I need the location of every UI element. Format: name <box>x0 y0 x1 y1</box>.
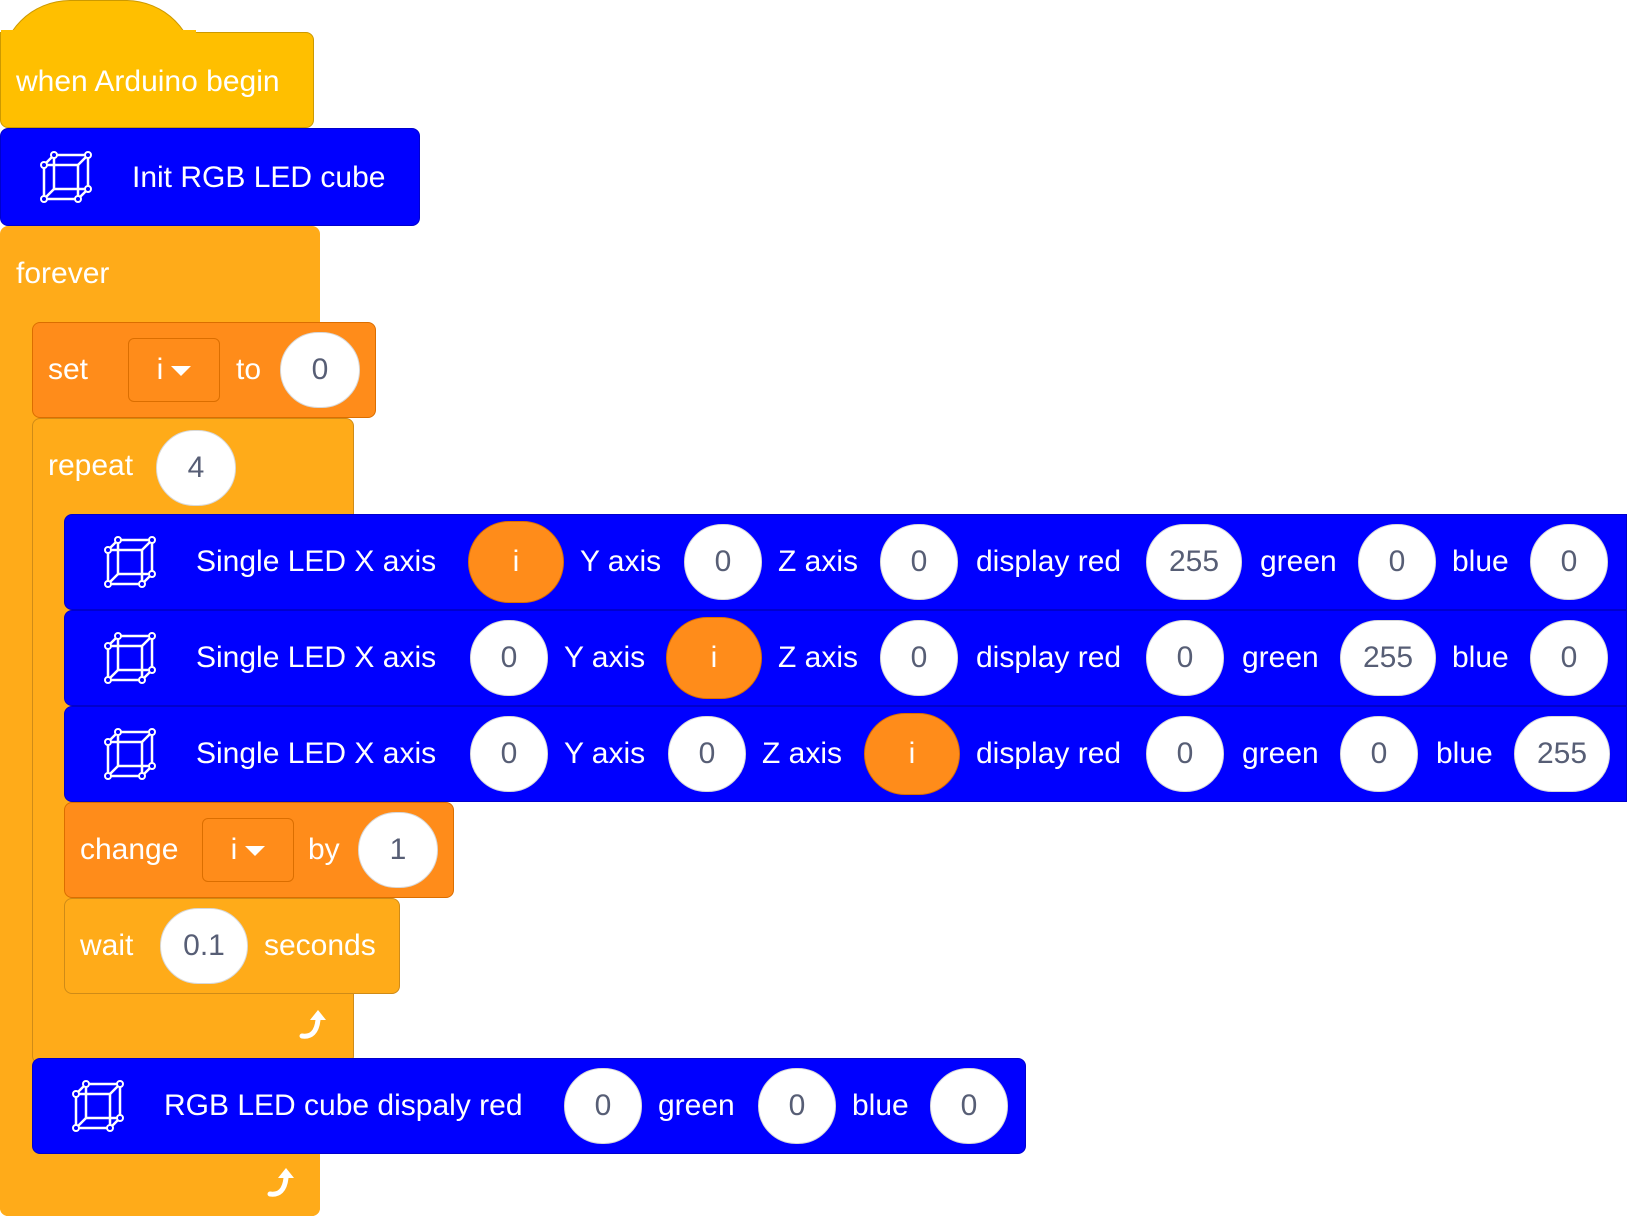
change-variable-dropdown[interactable]: i <box>202 818 294 882</box>
red-input[interactable]: 255 <box>1146 524 1242 600</box>
blue-label: blue <box>1452 545 1509 578</box>
chevron-down-icon <box>171 366 192 376</box>
green-input[interactable]: 0 <box>1340 716 1418 792</box>
cube-blue-input[interactable]: 0 <box>930 1068 1008 1144</box>
init-rgb-led-cube-block[interactable] <box>0 128 420 226</box>
hat-cap-fill <box>1 30 196 74</box>
z-axis-label: Z axis <box>762 737 843 770</box>
y-axis-label: Y axis <box>564 641 646 674</box>
x-axis-input[interactable]: 0 <box>470 716 548 792</box>
green-input[interactable]: 0 <box>1358 524 1436 600</box>
loop-arrow-icon <box>267 1168 294 1197</box>
y-axis-input[interactable]: 0 <box>684 524 762 600</box>
display-red-label: display red <box>976 545 1122 578</box>
cube-green-label: green <box>658 1089 735 1122</box>
y-axis-input[interactable]: 0 <box>668 716 746 792</box>
z-axis-label: Z axis <box>778 545 859 578</box>
red-input[interactable]: 0 <box>1146 716 1224 792</box>
red-input[interactable]: 0 <box>1146 620 1224 696</box>
repeat-count-input[interactable]: 4 <box>156 430 236 506</box>
cube-blue-label: blue <box>852 1089 909 1122</box>
x-axis-label: Single LED X axis <box>196 641 437 674</box>
cube-red-input[interactable]: 0 <box>564 1068 642 1144</box>
rgb-led-cube-display-block[interactable] <box>32 1058 1026 1154</box>
wait-seconds-input[interactable]: 0.1 <box>160 908 248 984</box>
set-label: set <box>48 353 89 386</box>
green-label: green <box>1242 737 1319 770</box>
x-axis-input[interactable]: 0 <box>470 620 548 696</box>
cube-green-input[interactable]: 0 <box>758 1068 836 1144</box>
seconds-label: seconds <box>264 929 376 962</box>
forever-bottom-cap <box>0 1148 320 1216</box>
blue-input[interactable]: 0 <box>1530 620 1608 696</box>
z-axis-input[interactable]: 0 <box>880 524 958 600</box>
led-cube-icon <box>40 151 92 203</box>
z-axis-input[interactable]: 0 <box>880 620 958 696</box>
y-axis-label: Y axis <box>564 737 646 770</box>
blue-input[interactable]: 255 <box>1514 716 1610 792</box>
change-value-input[interactable]: 1 <box>358 812 438 888</box>
led-cube-icon <box>104 728 156 780</box>
init-label: Init RGB LED cube <box>132 161 386 194</box>
event-label: when Arduino begin <box>16 65 280 98</box>
x-axis-variable-reporter[interactable]: i <box>468 521 564 603</box>
led-cube-icon <box>104 632 156 684</box>
blue-label: blue <box>1436 737 1493 770</box>
blue-label: blue <box>1452 641 1509 674</box>
led-cube-icon <box>72 1080 124 1132</box>
set-value-input[interactable]: 0 <box>280 332 360 408</box>
display-red-label: display red <box>976 641 1122 674</box>
cube-display-red-label: RGB LED cube dispaly red <box>164 1089 523 1122</box>
blue-input[interactable]: 0 <box>1530 524 1608 600</box>
x-axis-label: Single LED X axis <box>196 545 437 578</box>
green-label: green <box>1260 545 1337 578</box>
set-to-label: to <box>236 353 262 386</box>
green-label: green <box>1242 641 1319 674</box>
change-label: change <box>80 833 179 866</box>
repeat-label: repeat <box>48 449 134 482</box>
chevron-down-icon <box>245 846 266 856</box>
display-red-label: display red <box>976 737 1122 770</box>
x-axis-label: Single LED X axis <box>196 737 437 770</box>
z-axis-label: Z axis <box>778 641 859 674</box>
forever-label: forever <box>16 257 110 290</box>
wait-label: wait <box>80 929 134 962</box>
z-axis-variable-reporter[interactable]: i <box>864 713 960 795</box>
y-axis-label: Y axis <box>580 545 662 578</box>
change-by-label: by <box>308 833 340 866</box>
change-variable-name: i <box>230 833 238 866</box>
set-variable-dropdown[interactable]: i <box>128 338 220 402</box>
green-input[interactable]: 255 <box>1340 620 1436 696</box>
y-axis-variable-reporter[interactable]: i <box>666 617 762 699</box>
led-cube-icon <box>104 536 156 588</box>
loop-arrow-icon <box>299 1010 326 1039</box>
set-variable-name: i <box>156 353 164 386</box>
